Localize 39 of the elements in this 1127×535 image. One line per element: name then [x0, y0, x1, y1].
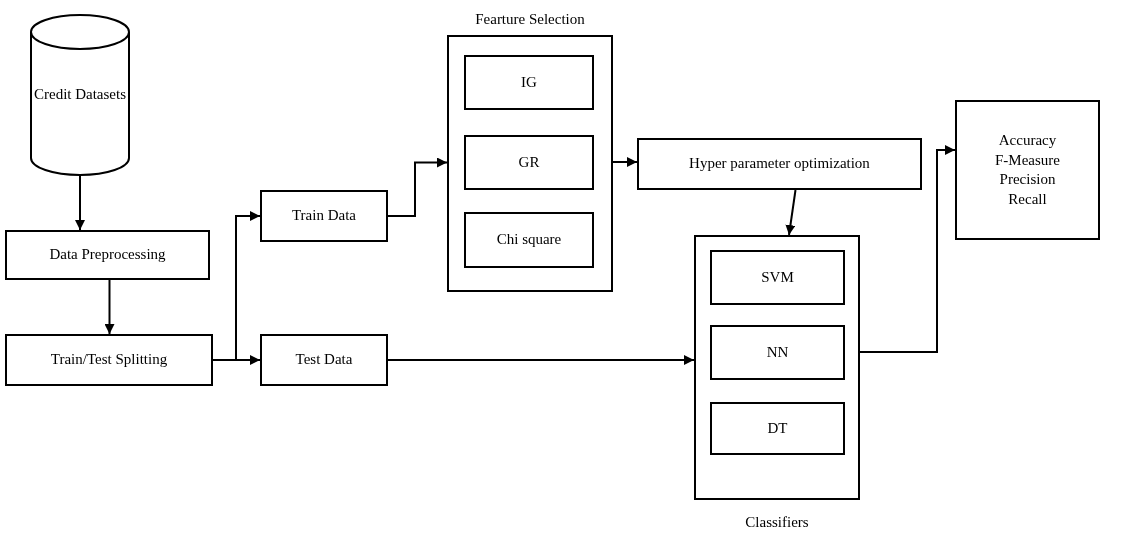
process-box	[710, 325, 845, 380]
node-label: GR	[518, 152, 540, 172]
arrow	[387, 157, 448, 217]
node-label: Test Data	[295, 350, 353, 370]
node-label: NN	[766, 342, 789, 362]
node-label: Accuracy	[998, 131, 1057, 150]
node-label: Hyper parameter optimization	[689, 154, 870, 174]
process-box	[260, 334, 388, 386]
database-cylinder	[30, 14, 130, 176]
process-box	[464, 212, 594, 268]
node-label: DT	[767, 418, 788, 438]
arrow	[612, 157, 638, 167]
node-label: Chi square	[496, 230, 562, 250]
node-label: F-Measure	[995, 150, 1060, 170]
arrow	[104, 279, 115, 335]
process-box	[260, 190, 388, 242]
arrow	[75, 175, 85, 231]
process-box	[464, 55, 594, 110]
arrow	[785, 189, 797, 236]
process-box	[710, 402, 845, 455]
node-label: Data Preprocessing	[49, 245, 166, 265]
arrow	[212, 355, 261, 365]
group-heading: Fearture Selection	[474, 11, 586, 28]
process-box	[464, 135, 594, 190]
process-box	[5, 334, 213, 386]
process-box	[637, 138, 922, 190]
process-box	[955, 100, 1100, 240]
process-box	[5, 230, 210, 280]
node-label: Train/Test Splitting	[50, 350, 168, 370]
node-label: Train Data	[292, 206, 356, 226]
node-label: IG	[521, 72, 537, 92]
node-label: SVM	[761, 267, 794, 287]
node-label: Precision	[999, 170, 1056, 189]
arrow	[387, 355, 695, 365]
node-label: Credit Datasets	[33, 85, 127, 105]
arrow	[859, 145, 956, 353]
process-box	[710, 250, 845, 305]
node-label: Recall	[1008, 189, 1047, 209]
group-heading: Classifiers	[744, 514, 810, 531]
